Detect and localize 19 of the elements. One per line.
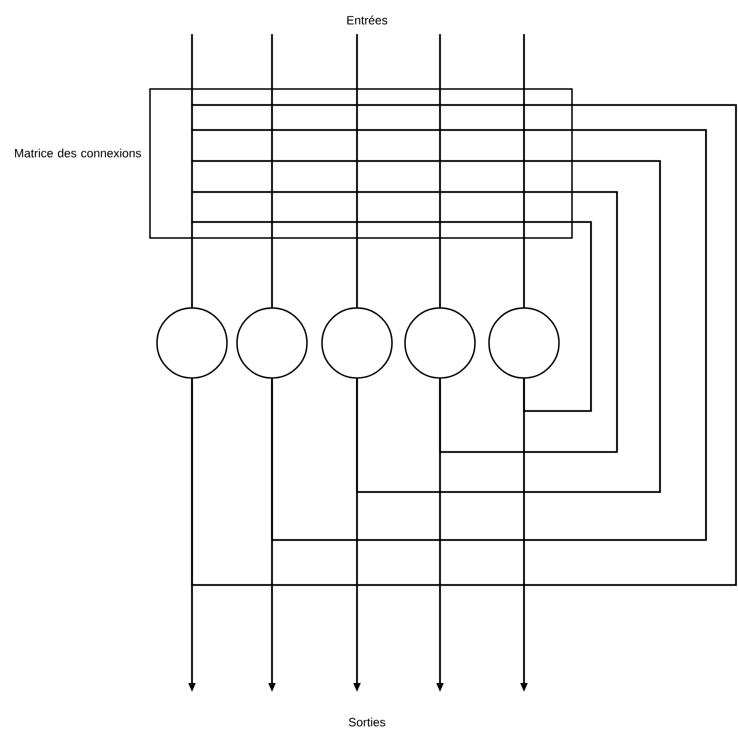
feedback-line [191,191,618,453]
feedback-line [191,129,707,541]
neuron-circle [156,307,228,379]
axis-label: Sorties [348,718,386,726]
neuron-circle [404,307,476,379]
input-line [271,34,273,308]
neuron-circle [236,307,308,379]
input-line [439,34,441,308]
feedback-line [191,104,737,586]
matrix-box: Matrice des connexions [15,88,573,239]
neuron-circle [488,307,560,379]
node-label: Matrice des connexions [15,148,141,158]
neuron-circle [321,307,393,379]
input-line [523,34,525,308]
feedback-line [191,160,661,493]
axis-label: Entrées [347,16,388,24]
input-line [191,34,193,308]
feedback-line [191,221,592,412]
input-line [356,34,358,308]
